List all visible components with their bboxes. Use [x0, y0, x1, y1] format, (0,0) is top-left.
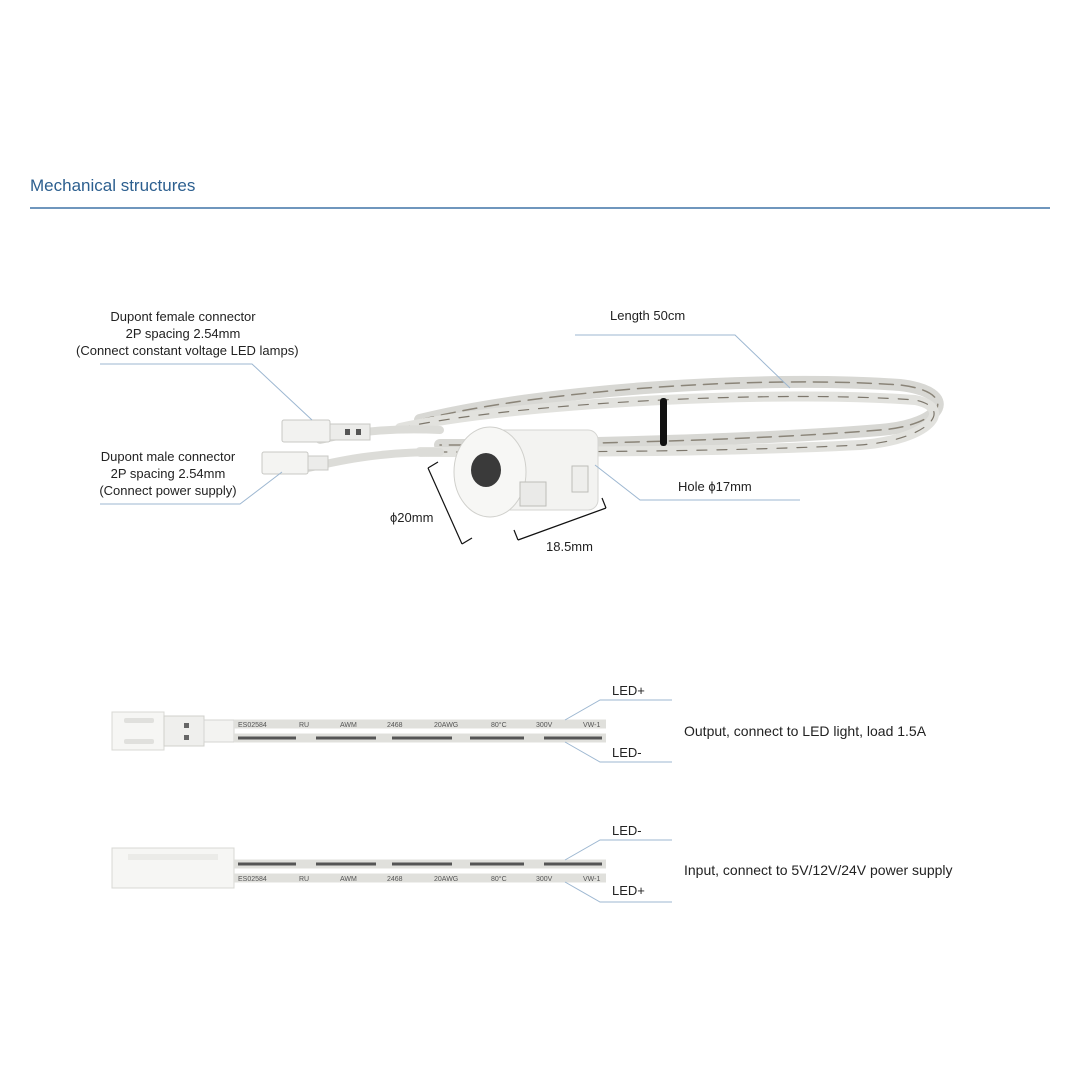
input-top-wire-label: LED- — [612, 823, 642, 838]
wire-print-text: 2468 — [387, 722, 403, 729]
female-connector-shape — [281, 419, 371, 443]
wire-print-text: 300V — [536, 876, 553, 883]
output-leaders — [564, 699, 672, 763]
dimension-lines — [427, 461, 607, 545]
wire-print-text: 300V — [536, 722, 553, 729]
coiled-cable — [296, 375, 944, 474]
wire-print-text: VW-1 — [583, 876, 600, 883]
wire-print-text: 80°C — [491, 721, 507, 729]
male-connector-note: (Connect power supply) — [99, 483, 237, 498]
input-bottom-wire-label: LED+ — [612, 883, 645, 898]
female-connector-name: Dupont female connector — [110, 309, 256, 324]
wire-print-text: 80°C — [491, 875, 507, 883]
depth-label: 18.5mm — [546, 539, 593, 554]
wire-print-text: RU — [299, 876, 309, 883]
output-cable — [111, 711, 606, 751]
female-connector-label: Dupont female connector 2P spacing 2.54m… — [76, 308, 299, 359]
male-connector-shape — [261, 451, 329, 475]
output-top-wire-label: LED+ — [612, 683, 645, 698]
length-label: Length 50cm — [610, 308, 686, 323]
input-description: Input, connect to 5V/12V/24V power suppl… — [684, 862, 953, 878]
male-connector-label: Dupont male connector 2P spacing 2.54mm … — [96, 448, 240, 499]
female-connector-spacing: 2P spacing 2.54mm — [125, 326, 241, 341]
output-wire-print: ES02584 RU AWM 2468 20AWG 80°C 300V VW-1 — [238, 721, 600, 729]
wire-print-text: 20AWG — [434, 722, 458, 729]
cable-tie — [660, 398, 667, 446]
wire-print-text: 2468 — [387, 876, 403, 883]
male-connector-name: Dupont male connector — [100, 449, 236, 464]
wire-print-text: ES02584 — [238, 722, 267, 729]
wire-print-text: RU — [299, 722, 309, 729]
hole-label: Hole ϕ17mm — [678, 479, 752, 494]
female-connector-note: (Connect constant voltage LED lamps) — [76, 343, 299, 358]
section-title: Mechanical structures — [30, 176, 196, 195]
output-bottom-wire-label: LED- — [612, 745, 642, 760]
wire-print-text: 20AWG — [434, 876, 458, 883]
wire-print-text: AWM — [340, 876, 357, 883]
wire-print-text: AWM — [340, 722, 357, 729]
output-description: Output, connect to LED light, load 1.5A — [684, 723, 927, 739]
input-cable — [111, 847, 606, 889]
wire-print-text: VW-1 — [583, 722, 600, 729]
sensor-body — [453, 426, 599, 518]
input-wire-print: ES02584 RU AWM 2468 20AWG 80°C 300V VW-1 — [238, 875, 600, 883]
leader-lines — [100, 334, 800, 505]
male-connector-spacing: 2P spacing 2.54mm — [110, 466, 226, 481]
diameter-label: ϕ20mm — [390, 510, 434, 525]
title-divider — [30, 207, 1050, 209]
wire-print-text: ES02584 — [238, 876, 267, 883]
input-leaders — [564, 839, 672, 903]
